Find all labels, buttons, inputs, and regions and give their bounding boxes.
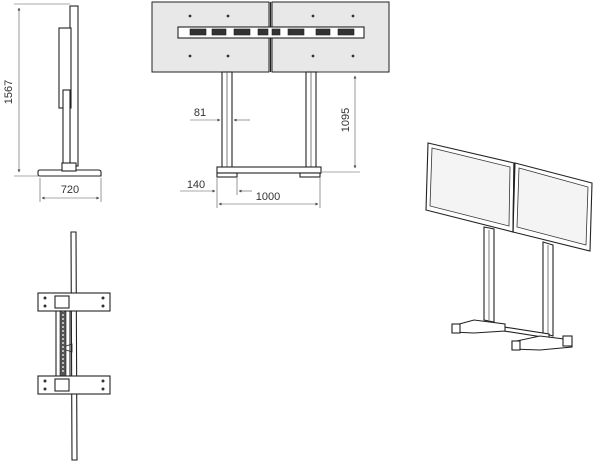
side-height-label: 1567 [3, 80, 15, 104]
side-view [37, 5, 102, 177]
front-offset-dimension: 81 [190, 107, 250, 122]
side-height-dimension: 1567 [3, 3, 70, 177]
isometric-view [425, 142, 593, 351]
side-base-label: 720 [61, 184, 79, 196]
front-clearance-dimension: 1095 [318, 71, 360, 173]
front-offset-label: 81 [194, 107, 206, 119]
front-view [151, 1, 390, 178]
front-spacing-label: 1000 [256, 191, 280, 203]
side-base-dimension: 720 [39, 178, 102, 202]
front-spacing-dimension: 1000 [218, 178, 321, 208]
front-clearance-label: 1095 [340, 108, 352, 132]
plan-view [37, 231, 111, 461]
front-foot-label: 140 [187, 179, 205, 191]
front-foot-dimension: 140 [180, 178, 252, 208]
